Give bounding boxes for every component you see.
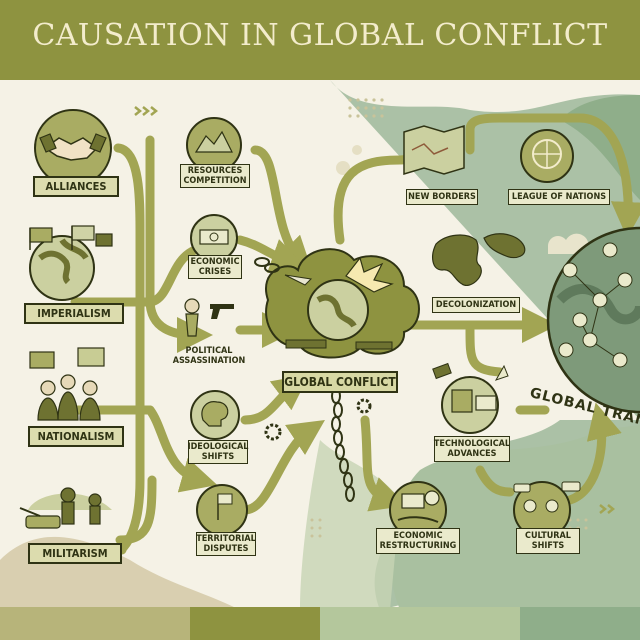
handshake-icon <box>34 109 112 187</box>
label-ideological-shifts: IDEOLOGICAL SHIFTS <box>187 440 249 464</box>
label-militarism: MILITARISM <box>21 543 129 567</box>
banknote-icon <box>190 214 238 262</box>
flag-on-hill-icon <box>196 484 248 536</box>
label-economic-crises: ECONOMIC CRISES <box>188 255 242 279</box>
brain-icon <box>190 390 240 440</box>
resource-pile-icon <box>186 117 242 173</box>
soldiers-tank-icon <box>19 487 112 529</box>
chain-icon <box>254 257 355 502</box>
gear-icon <box>356 398 372 414</box>
bottom-band <box>0 607 640 640</box>
label-global-conflict: GLOBAL CONFLICT <box>282 371 398 393</box>
label-decolonization: DECOLONIZATION <box>432 297 520 313</box>
label-resources-competition: RESOURCES COMPETITION <box>180 164 250 188</box>
gear-icon <box>264 423 282 441</box>
label-league-of-nations: LEAGUE OF NATIONS <box>508 189 610 205</box>
label-nationalism: NATIONALISM <box>21 426 131 450</box>
flag-crowd-icon <box>29 347 105 421</box>
gun-icon <box>184 298 234 337</box>
globe-flags-icon <box>29 225 113 301</box>
title-bar: CAUSATION IN GLOBAL CONFLICT <box>0 0 640 80</box>
map-icon <box>403 124 465 176</box>
label-imperialism: IMPERIALISM <box>17 303 131 327</box>
label-alliances: ALLIANCES <box>26 176 126 200</box>
label-political-assassination: POLITICAL ASSASSINATION <box>172 346 246 366</box>
satellite-computer-icon <box>432 362 509 434</box>
people-speech-icon <box>513 481 581 539</box>
connected-globe-icon <box>546 226 640 414</box>
label-territorial-disputes: TERRITORIAL DISPUTES <box>196 532 256 556</box>
money-hand-icon <box>389 481 447 539</box>
label-new-borders: NEW BORDERS <box>406 189 478 205</box>
label-technological-advances: TECHNOLOGICAL ADVANCES <box>434 436 510 462</box>
label-economic-restructuring: ECONOMIC RESTRUCTURING <box>376 528 460 554</box>
explosion-globe-icon <box>265 248 420 359</box>
world-map-icon <box>432 233 526 286</box>
label-cultural-shifts: CULTURAL SHIFTS <box>516 528 580 554</box>
un-emblem-icon <box>520 129 574 183</box>
page-title: CAUSATION IN GLOBAL CONFLICT <box>32 18 608 53</box>
